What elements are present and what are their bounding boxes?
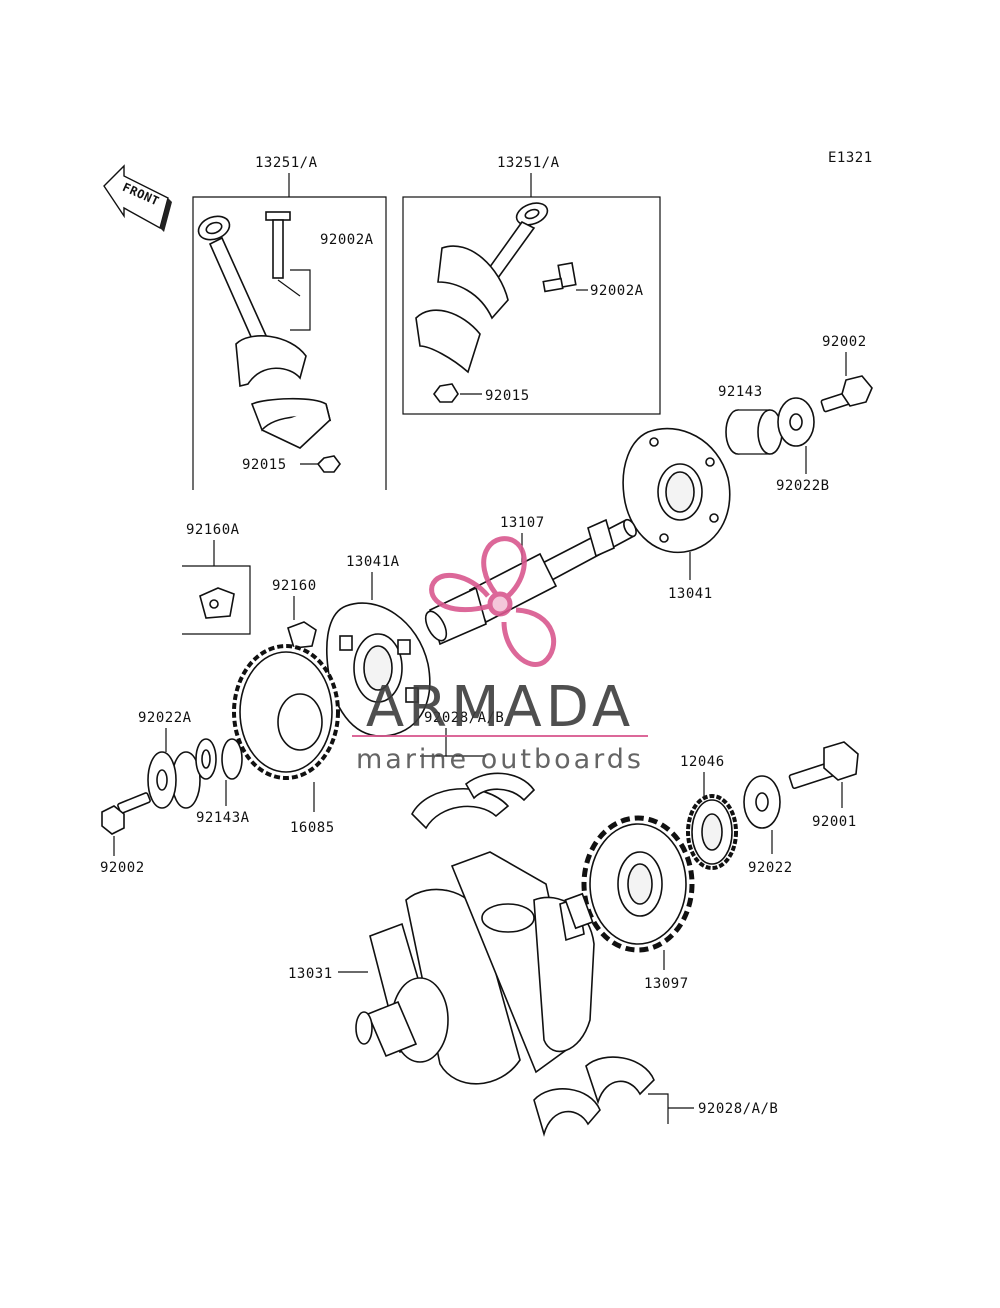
label-bolt-top-right: 92002 bbox=[822, 334, 867, 350]
damper-box-part bbox=[199, 587, 235, 619]
label-shaft: 13107 bbox=[500, 515, 545, 531]
label-bolt-right: 92002A bbox=[590, 283, 644, 299]
bolt-right bbox=[542, 262, 588, 293]
label-washer-bottom-right: 92022 bbox=[748, 860, 793, 876]
label-conrod-left: 13251/A bbox=[255, 155, 318, 171]
label-gear-left: 16085 bbox=[290, 820, 335, 836]
crankshaft bbox=[355, 851, 595, 1085]
label-washer-top-right: 92022B bbox=[776, 478, 830, 494]
label-sprocket-large: 13097 bbox=[644, 976, 689, 992]
watermark-tagline: marine outboards bbox=[356, 744, 644, 775]
bolt-top-right bbox=[820, 375, 873, 413]
gear-hub-left bbox=[326, 602, 431, 737]
label-collar-top-right: 92143 bbox=[718, 384, 763, 400]
bearing-cap-left bbox=[250, 397, 332, 449]
damper bbox=[287, 621, 317, 649]
label-damper-box: 92160A bbox=[186, 522, 240, 538]
diagram-code: E1321 bbox=[828, 150, 873, 166]
label-bolt-bottom-right: 92001 bbox=[812, 814, 857, 830]
washer-left bbox=[147, 751, 201, 809]
armada-logo: ARMADA marine outboards bbox=[352, 536, 648, 775]
washer-bottom-right bbox=[743, 775, 781, 829]
nut-right bbox=[433, 383, 482, 403]
bearing-lower bbox=[533, 1056, 655, 1137]
propeller-icon bbox=[429, 536, 556, 667]
label-bolt-left: 92002A bbox=[320, 232, 374, 248]
label-bearing-lower: 92028/A/B bbox=[698, 1101, 778, 1117]
label-collar-left: 92143A bbox=[196, 810, 250, 826]
label-gear-hub-left: 13041A bbox=[346, 554, 400, 570]
nut-left bbox=[300, 455, 341, 473]
label-damper: 92160 bbox=[272, 578, 317, 594]
bolt-left-bottom bbox=[101, 792, 151, 835]
label-nut-left: 92015 bbox=[242, 457, 287, 473]
label-washer-left: 92022A bbox=[138, 710, 192, 726]
damper-box bbox=[182, 565, 251, 635]
collar-top-right bbox=[725, 409, 783, 455]
label-conrod-right: 13251/A bbox=[497, 155, 560, 171]
sprocket-small bbox=[686, 794, 738, 870]
sprocket-large bbox=[581, 815, 695, 953]
label-sprocket-small: 12046 bbox=[680, 754, 725, 770]
connecting-rod-right bbox=[415, 202, 549, 374]
label-bearing-upper: 92028/A/B bbox=[424, 710, 504, 726]
gear-left bbox=[232, 644, 340, 780]
bolt-left bbox=[265, 211, 301, 297]
gear-hub-right bbox=[622, 427, 731, 554]
connecting-rod-left bbox=[197, 215, 307, 388]
watermark-brand: ARMADA bbox=[366, 675, 634, 740]
shaft bbox=[424, 518, 637, 646]
collar-left bbox=[195, 738, 243, 780]
front-arrow-icon: FRONT bbox=[103, 164, 172, 232]
washer-top-right bbox=[777, 397, 815, 447]
label-crankshaft: 13031 bbox=[288, 966, 333, 982]
bearing-upper bbox=[411, 772, 536, 830]
label-bolt-left-bottom: 92002 bbox=[100, 860, 145, 876]
conrod-left-group: 13251/A 92002A 92015 bbox=[192, 155, 387, 490]
label-gear-hub-right: 13041 bbox=[668, 586, 713, 602]
bolt-bottom-right bbox=[788, 741, 859, 790]
label-nut-right: 92015 bbox=[485, 388, 530, 404]
conrod-right-group: 13251/A 92002A 92015 bbox=[402, 155, 661, 415]
